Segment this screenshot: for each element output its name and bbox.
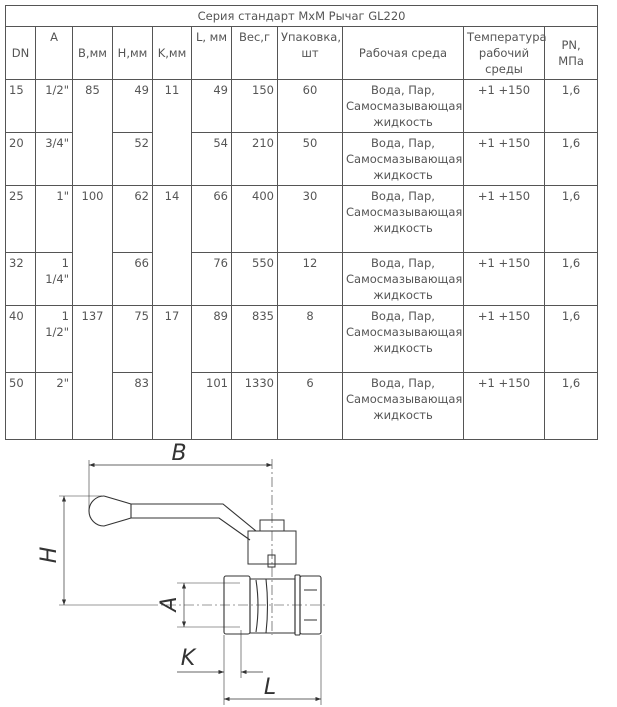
cell-k: 14	[152, 185, 192, 306]
dimension-a: A	[157, 582, 240, 628]
cell-dn: 25	[5, 185, 36, 253]
cell-pack: 6	[277, 372, 343, 440]
lever-handle	[88, 495, 257, 541]
ball-valve-drawing: B H A K L	[37, 441, 328, 705]
header-temp: Температура рабочий среды	[463, 26, 547, 80]
cell-temp: +1 +150	[463, 252, 545, 306]
cell-pack: 50	[277, 132, 343, 186]
stem-housing	[247, 530, 297, 565]
cell-temp: +1 +150	[463, 305, 545, 373]
dimension-l: L	[223, 635, 322, 705]
table-row: 20 3/4" 52 54 210 50 Вода, Пар, Самосмаз…	[5, 132, 599, 186]
cell-pack: 30	[277, 185, 343, 253]
cell-temp: +1 +150	[463, 132, 545, 186]
cell-weight: 400	[231, 185, 278, 253]
cell-temp: +1 +150	[463, 372, 545, 440]
cell-b: 137	[72, 305, 113, 440]
cell-dn: 15	[5, 79, 36, 133]
cell-a: 1/2"	[35, 79, 73, 133]
cell-k: 17	[152, 305, 192, 440]
dimension-k: K	[177, 630, 263, 678]
cell-weight: 835	[231, 305, 278, 373]
cell-pack: 60	[277, 79, 343, 133]
cell-medium: Вода, Пар, Самосмазывающая жидкость	[342, 185, 464, 253]
cell-weight: 150	[231, 79, 278, 133]
cell-dn: 50	[5, 372, 36, 440]
cell-h: 62	[112, 185, 153, 253]
cell-l: 54	[191, 132, 232, 186]
cell-dn: 32	[5, 252, 36, 306]
cell-medium: Вода, Пар, Самосмазывающая жидкость	[342, 305, 464, 373]
table-row: 32 1 1/4" 66 76 550 12 Вода, Пар, Самосм…	[5, 252, 599, 306]
cell-l: 76	[191, 252, 232, 306]
cell-weight: 210	[231, 132, 278, 186]
cell-medium: Вода, Пар, Самосмазывающая жидкость	[342, 132, 464, 186]
cell-medium: Вода, Пар, Самосмазывающая жидкость	[342, 372, 464, 440]
table-row: 15 1/2" 85 49 11 49 150 60 Вода, Пар, Са…	[5, 79, 599, 186]
label-a: A	[157, 596, 182, 613]
cell-pn: 1,6	[543, 132, 599, 186]
cell-b: 100	[72, 185, 113, 306]
header-dn: DN	[5, 26, 36, 80]
cell-l: 66	[191, 185, 232, 253]
header-pn: PN, МПа	[543, 26, 599, 80]
cell-temp: +1 +150	[463, 79, 545, 133]
label-b: B	[171, 441, 186, 466]
dimension-h: H	[37, 495, 148, 606]
cell-a: 2"	[35, 372, 73, 440]
cell-temp: +1 +150	[463, 185, 545, 253]
header-a: A	[35, 26, 73, 80]
cell-l: 101	[191, 372, 232, 440]
dimension-b: B	[88, 441, 272, 511]
stem-pin	[267, 554, 276, 568]
header-medium: Рабочая среда	[342, 26, 464, 80]
cell-h: 52	[112, 132, 153, 186]
cell-h: 75	[112, 305, 153, 373]
table-row: 50 2" 83 101 1330 6 Вода, Пар, Самосмазы…	[5, 372, 599, 440]
table-title: Серия стандарт MxM Рычаг GL220	[4, 5, 599, 27]
cell-h: 49	[112, 79, 153, 133]
cell-dn: 20	[5, 132, 36, 186]
cell-h: 66	[112, 252, 153, 306]
cell-b: 85	[72, 79, 113, 186]
cell-l: 89	[191, 305, 232, 373]
label-l: L	[264, 675, 276, 700]
header-pack: Упаковка, шт	[277, 26, 343, 80]
cell-pn: 1,6	[543, 372, 599, 440]
cell-pack: 8	[277, 305, 343, 373]
cell-dn: 40	[5, 305, 36, 373]
header-k: K,мм	[152, 26, 192, 80]
header-l: L, мм	[191, 26, 232, 80]
label-k: K	[181, 646, 197, 671]
table-row: 25 1" 100 62 14 66 400 30 Вода, Пар, Сам…	[5, 185, 599, 306]
cell-l: 49	[191, 79, 232, 133]
cell-h: 83	[112, 372, 153, 440]
cell-pn: 1,6	[543, 185, 599, 253]
valve-body	[223, 574, 322, 636]
cell-pn: 1,6	[543, 252, 599, 306]
cell-a: 3/4"	[35, 132, 73, 186]
cell-pn: 1,6	[543, 79, 599, 133]
cell-a: 1 1/2"	[35, 305, 73, 373]
cell-weight: 1330	[231, 372, 278, 440]
cell-medium: Вода, Пар, Самосмазывающая жидкость	[342, 79, 464, 133]
cell-weight: 550	[231, 252, 278, 306]
label-h: H	[37, 547, 62, 564]
cell-medium: Вода, Пар, Самосмазывающая жидкость	[342, 252, 464, 306]
cell-a: 1 1/4"	[35, 252, 73, 306]
cell-k: 11	[152, 79, 192, 186]
cell-a: 1"	[35, 185, 73, 253]
header-h: H,мм	[112, 26, 153, 80]
header-b: B,мм	[72, 26, 113, 80]
cell-pn: 1,6	[543, 305, 599, 373]
spec-table: Серия стандарт MxM Рычаг GL220 DN A B,мм…	[4, 5, 599, 440]
table-row: 40 1 1/2" 137 75 17 89 835 8 Вода, Пар, …	[5, 305, 599, 440]
header-weight: Вес,г	[231, 26, 278, 80]
cell-pack: 12	[277, 252, 343, 306]
